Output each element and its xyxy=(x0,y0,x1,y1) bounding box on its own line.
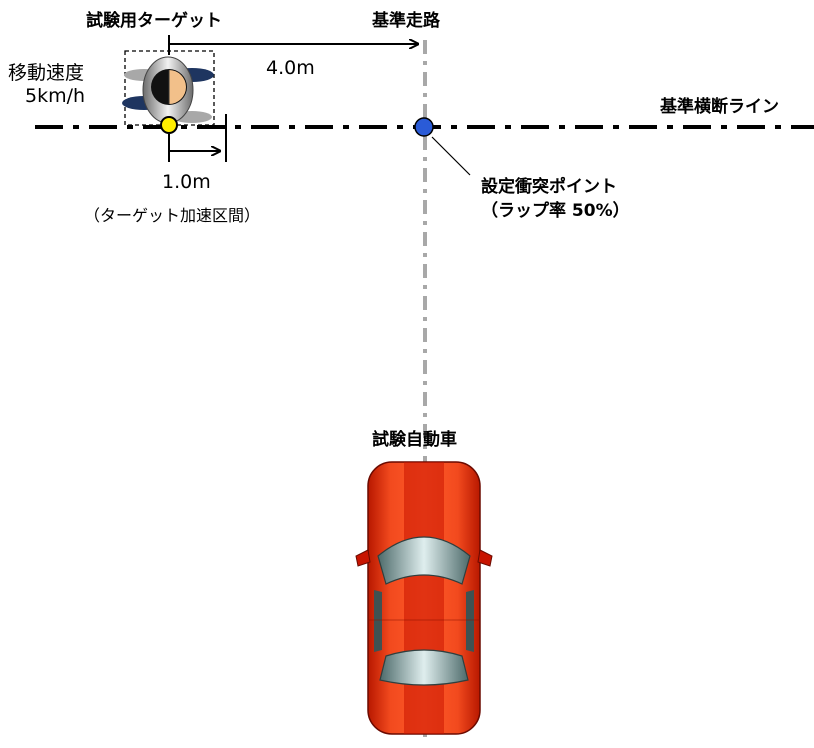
crossing-line-label: 基準横断ライン xyxy=(660,97,779,117)
overlap-label: （ラップ率 50%） xyxy=(481,201,630,221)
impact-leader-line xyxy=(431,136,471,176)
pedestrian-dummy-icon xyxy=(122,56,214,124)
speed-title: 移動速度 xyxy=(8,62,85,84)
accel-zone-label: （ターゲット加速区間） xyxy=(84,206,261,225)
vehicle-icon xyxy=(355,461,493,735)
target-label: 試験用ターゲット xyxy=(86,11,222,31)
accel-distance-label: 1.0m xyxy=(162,171,211,193)
distance-label: 4.0m xyxy=(266,57,315,79)
speed-value: 5km/h xyxy=(25,85,86,107)
impact-point xyxy=(414,117,434,137)
impact-point-label: 設定衝突ポイント xyxy=(481,177,617,197)
target-start-point xyxy=(160,116,178,134)
reference-path-label: 基準走路 xyxy=(372,11,440,31)
vehicle-label: 試験自動車 xyxy=(372,430,457,450)
